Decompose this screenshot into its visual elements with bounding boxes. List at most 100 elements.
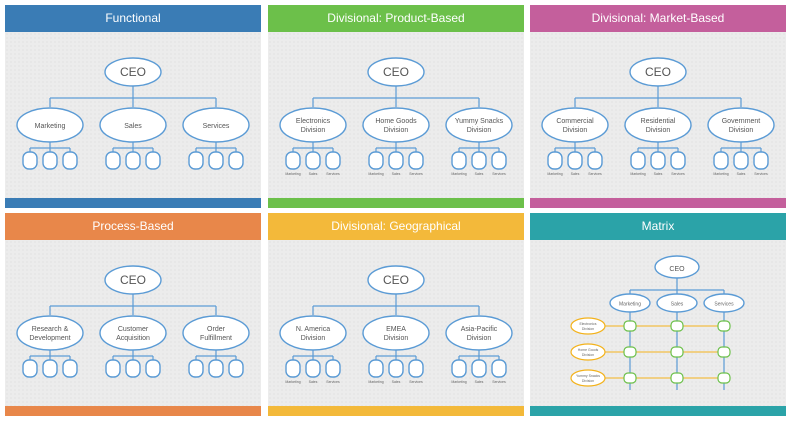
division-node [570,343,606,361]
leaf-label: Sales [309,172,318,176]
leaf-node [471,359,487,378]
division-node [362,315,430,351]
leaf-node [22,151,38,170]
leaf-label: Marketing [451,172,466,176]
leaf-node [388,359,404,378]
leaf-label: Sales [475,380,484,384]
division-label: Division [582,353,594,357]
leaf-node [547,151,563,170]
leaf-label: Sales [392,172,401,176]
division-label: Electronics [579,322,596,326]
division-label: Services [203,123,230,130]
division-label: Research & [32,326,69,333]
ceo-label: CEO [645,65,671,79]
leaf-label: Services [754,172,768,176]
leaf-node [208,151,224,170]
leaf-label: Marketing [547,172,562,176]
division-label: Home Goods [375,118,417,125]
leaf-label: Services [326,172,340,176]
leaf-label: Sales [392,380,401,384]
leaf-node [145,359,161,378]
leaf-label: Services [409,380,423,384]
leaf-node [650,151,666,170]
division-label: Home Goods [578,348,599,352]
panel-footer [530,198,786,208]
leaf-node [491,359,507,378]
panel-title: Functional [5,5,261,32]
leaf-node [451,151,467,170]
division-label: Electronics [296,118,331,125]
panel-title: Divisional: Geographical [268,213,524,240]
division-label: Division [301,335,326,342]
panel-title: Divisional: Market-Based [530,5,786,32]
leaf-label: Sales [737,172,746,176]
leaf-node [305,359,321,378]
leaf-node [733,151,749,170]
division-node [16,315,84,351]
intersection-node [670,372,684,384]
leaf-label: Sales [654,172,663,176]
leaf-label: Sales [309,380,318,384]
leaf-node [630,151,646,170]
leaf-node [388,151,404,170]
division-node [707,107,775,143]
function-label: Marketing [619,302,641,308]
division-label: Division [582,379,594,383]
leaf-node [713,151,729,170]
leaf-node [753,151,769,170]
intersection-node [623,372,637,384]
division-label: Residential [641,118,676,125]
division-label: Commercial [556,118,594,125]
leaf-label: Services [409,172,423,176]
leaf-label: Sales [571,172,580,176]
leaf-label: Marketing [368,380,383,384]
division-label: Acquisition [116,335,150,342]
division-node [445,107,513,143]
leaf-node [325,359,341,378]
panel-title: Process-Based [5,213,261,240]
leaf-label: Marketing [368,172,383,176]
division-label: Division [563,127,588,134]
ceo-label: CEO [120,65,146,79]
ceo-label: CEO [669,266,685,273]
leaf-node [408,151,424,170]
ceo-label: CEO [120,273,146,287]
leaf-node [105,151,121,170]
leaf-label: Services [326,380,340,384]
leaf-label: Marketing [451,380,466,384]
division-label: N. America [296,326,330,333]
division-label: Order [207,326,226,333]
division-label: Yummy Snacks [455,118,504,125]
leaf-node [125,151,141,170]
leaf-node [42,151,58,170]
leaf-label: Sales [475,172,484,176]
division-node [570,369,606,387]
function-label: Services [714,302,734,308]
leaf-node [208,359,224,378]
division-node [541,107,609,143]
division-node [99,315,167,351]
division-label: Marketing [35,123,66,130]
leaf-node [325,151,341,170]
leaf-label: Services [492,380,506,384]
leaf-node [145,151,161,170]
leaf-node [228,151,244,170]
leaf-node [228,359,244,378]
leaf-node [670,151,686,170]
leaf-node [285,151,301,170]
division-label: Division [582,327,594,331]
division-label: Fulfillment [200,335,232,342]
intersection-node [717,320,731,332]
division-node [624,107,692,143]
leaf-label: Marketing [285,380,300,384]
